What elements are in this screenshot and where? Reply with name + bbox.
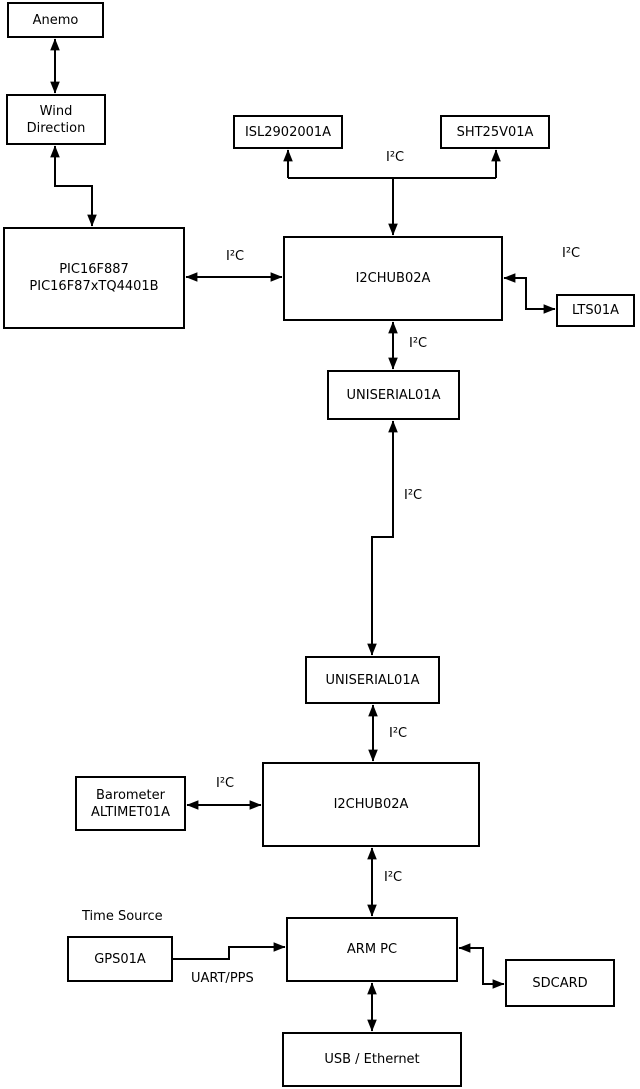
edge-label-baro-hub2-i2c: I²C <box>216 776 235 791</box>
edge-gps-armpc <box>173 942 286 960</box>
edge-label-hub-lts-i2c: I²C <box>562 246 581 261</box>
edge-uniserial-top-uniserial-bottom <box>367 420 398 656</box>
node-uniserial01a-top: UNISERIAL01A <box>327 370 460 420</box>
edge-label-hub-uniserial-i2c: I²C <box>409 336 428 351</box>
edge-label-sensors-i2c: I²C <box>386 150 405 165</box>
node-i2chub02a-top: I2CHUB02A <box>283 236 503 321</box>
edge-label-hub2-armpc-i2c: I²C <box>384 870 403 885</box>
edge-label-time-source: Time Source <box>82 909 163 924</box>
edge-i2chub-top-lts <box>503 273 556 314</box>
node-wind-direction: Wind Direction <box>6 94 106 145</box>
node-arm-pc: ARM PC <box>286 917 458 982</box>
node-uniserial01a-bottom: UNISERIAL01A <box>305 656 440 704</box>
edge-wind-direction-pic <box>50 145 97 227</box>
node-i2chub02a-bottom: I2CHUB02A <box>262 762 480 847</box>
edge-label-pic-hub-i2c: I²C <box>226 249 245 264</box>
edge-armpc-sdcard <box>458 943 505 989</box>
node-sdcard: SDCARD <box>505 959 615 1007</box>
edge-label-uniserial-link-i2c: I²C <box>404 488 423 503</box>
node-barometer-altimet01a: Barometer ALTIMET01A <box>75 776 186 831</box>
node-anemo: Anemo <box>7 2 104 38</box>
edge-label-uniserial-hub2-i2c: I²C <box>389 726 408 741</box>
edge-label-uart-pps: UART/PPS <box>191 971 254 986</box>
node-usb-ethernet: USB / Ethernet <box>282 1032 462 1087</box>
node-gps01a: GPS01A <box>67 936 173 982</box>
node-pic16f887: PIC16F887 PIC16F87xTQ4401B <box>3 227 185 329</box>
node-lts01a: LTS01A <box>556 294 635 327</box>
node-isl2902001a: ISL2902001A <box>233 115 343 149</box>
node-sht25v01a: SHT25V01A <box>440 115 550 149</box>
